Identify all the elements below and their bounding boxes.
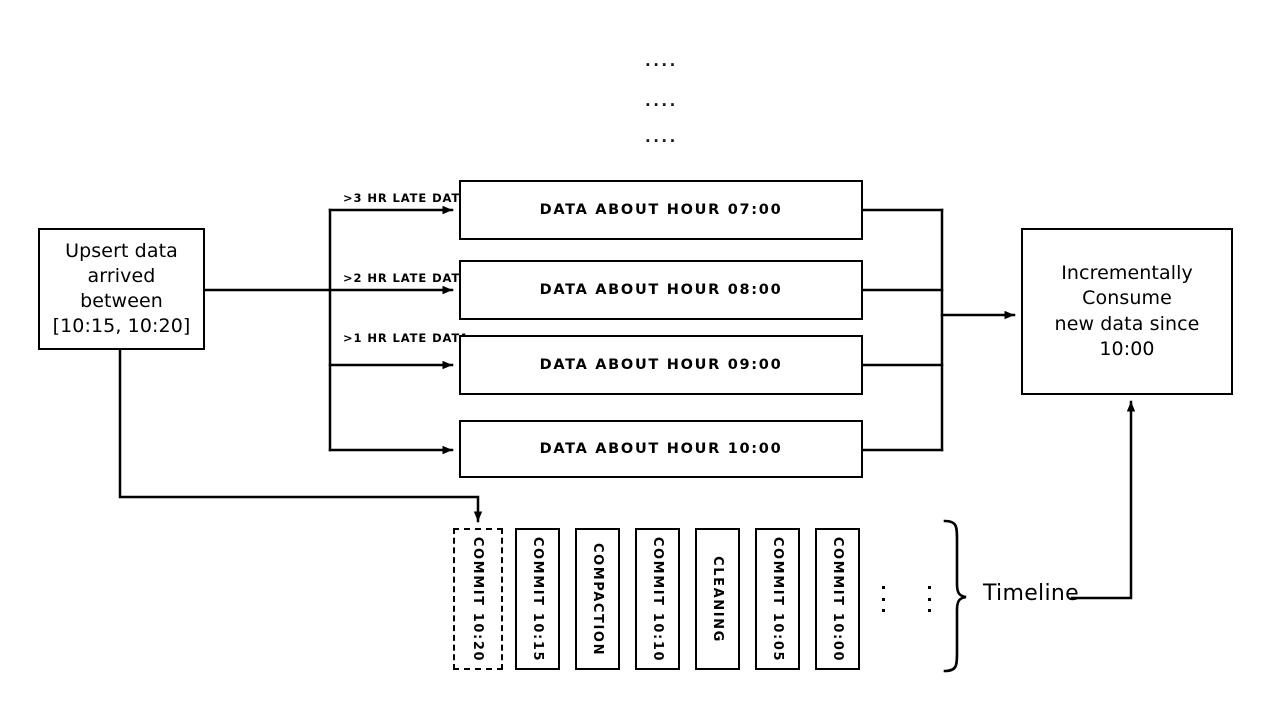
- timeline-commit-box[interactable]: COMMIT 10:15: [515, 528, 560, 670]
- upsert-source-label: Upsert data arrived between [10:15, 10:2…: [40, 239, 203, 339]
- incremental-consumer-label: Incrementally Consume new data since 10:…: [1023, 261, 1231, 361]
- hour-partition-label: DATA ABOUT HOUR 10:00: [539, 441, 783, 457]
- edge-label-3hr-late: >3 HR LATE DATA: [343, 191, 470, 205]
- dot: [927, 586, 931, 589]
- dot: [881, 597, 885, 601]
- timeline-brace: [943, 519, 967, 673]
- timeline-commit-label: COMMIT 10:05: [770, 536, 785, 662]
- hour-partition-box[interactable]: DATA ABOUT HOUR 07:00: [459, 180, 863, 240]
- hour-partition-label: DATA ABOUT HOUR 08:00: [539, 282, 783, 298]
- wire-source-to-commit: [118, 348, 483, 523]
- timeline-ellipsis: [926, 586, 932, 612]
- timeline-commit-box[interactable]: CLEANING: [695, 528, 740, 670]
- timeline-commit-box[interactable]: COMMIT 10:10: [635, 528, 680, 670]
- timeline-commit-label: COMMIT 10:00: [830, 536, 845, 662]
- wire-timeline-to-consumer: [1070, 400, 1136, 600]
- timeline-commit-label: COMMIT 10:20: [470, 536, 486, 662]
- timeline-commit-box[interactable]: COMPACTION: [575, 528, 620, 670]
- consumer-line-1: Incrementally Consume: [1061, 262, 1193, 310]
- hour-partition-box[interactable]: DATA ABOUT HOUR 10:00: [459, 420, 863, 478]
- edge-label-2hr-late: >2 HR LATE DATA: [343, 271, 470, 285]
- edge-label-1hr-late: >1 HR LATE DATA: [343, 331, 470, 345]
- timeline-commit-label: COMMIT 10:10: [650, 536, 665, 662]
- upsert-line-2: arrived between: [80, 264, 163, 312]
- consumer-line-2: new data since 10:00: [1054, 312, 1200, 360]
- hour-partition-box[interactable]: DATA ABOUT HOUR 09:00: [459, 335, 863, 395]
- incremental-consumer-box[interactable]: Incrementally Consume new data since 10:…: [1021, 228, 1233, 395]
- hour-partition-label: DATA ABOUT HOUR 09:00: [539, 357, 783, 373]
- dot: [881, 586, 885, 589]
- upsert-source-box[interactable]: Upsert data arrived between [10:15, 10:2…: [38, 228, 205, 350]
- hour-partition-box[interactable]: DATA ABOUT HOUR 08:00: [459, 260, 863, 320]
- top-ellipsis-row: ....: [645, 128, 678, 146]
- timeline-commit-box-pending[interactable]: COMMIT 10:20: [453, 528, 503, 670]
- upsert-line-3: [10:15, 10:20]: [52, 315, 191, 338]
- timeline-commit-box[interactable]: COMMIT 10:00: [815, 528, 860, 670]
- dot: [881, 609, 885, 612]
- timeline-commit-label: COMMIT 10:15: [530, 536, 545, 662]
- hour-partition-label: DATA ABOUT HOUR 07:00: [539, 202, 783, 218]
- timeline-commit-label: COMPACTION: [590, 542, 606, 656]
- timeline-commit-box[interactable]: COMMIT 10:05: [755, 528, 800, 670]
- top-ellipsis-row: ....: [645, 52, 678, 70]
- top-ellipsis-row: ....: [645, 92, 678, 110]
- dot: [927, 597, 931, 601]
- timeline-commit-label: CLEANING: [710, 555, 725, 643]
- timeline-brace-label: Timeline: [983, 581, 1079, 606]
- timeline-ellipsis: [880, 586, 886, 612]
- upsert-line-1: Upsert data: [65, 239, 178, 262]
- dot: [927, 609, 931, 612]
